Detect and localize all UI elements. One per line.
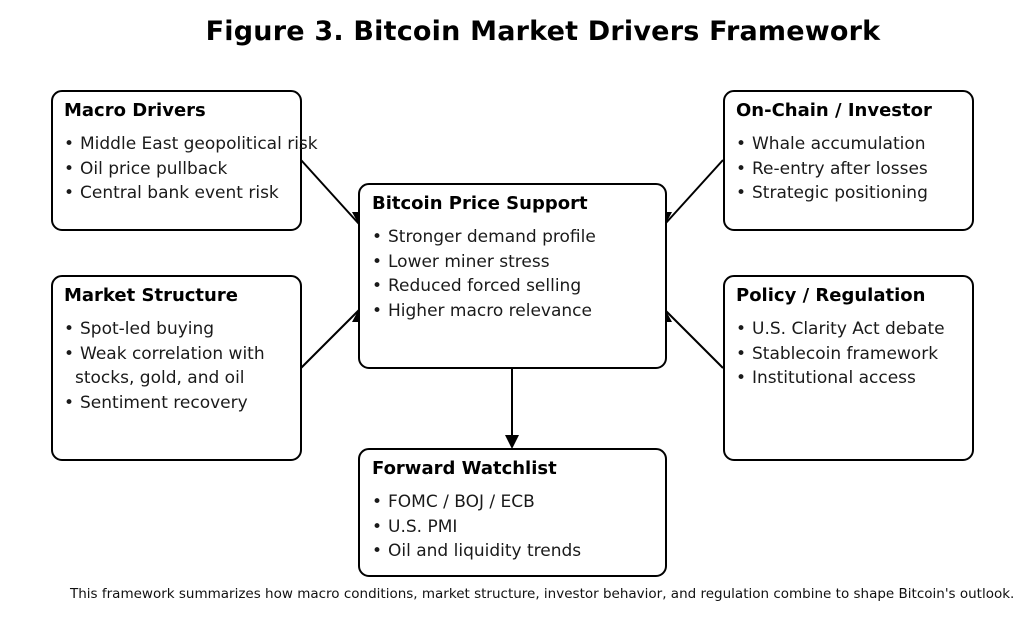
list-item: •Lower miner stress: [372, 250, 596, 275]
bullet: •: [372, 251, 383, 272]
box-title: Forward Watchlist: [372, 458, 557, 479]
list-item: •Stronger demand profile: [372, 225, 596, 250]
bullet: •: [64, 183, 75, 203]
market-structure-box: Market Structure •Spot-led buying •Weak …: [51, 275, 302, 461]
list-item: •Strategic positioning: [736, 181, 928, 206]
macro-drivers-box: Macro Drivers •Middle East geopolitical …: [51, 90, 318, 231]
bullet: •: [64, 392, 75, 413]
list-item: •Oil and liquidity trends: [372, 539, 581, 564]
bullet: •: [372, 300, 383, 321]
list-item: •Central bank event risk: [64, 181, 318, 206]
bullet: •: [372, 227, 383, 247]
arrow-policy-to-center: [664, 309, 724, 369]
bullet: •: [736, 319, 747, 339]
onchain-investor-box: On-Chain / Investor •Whale accumulation …: [723, 90, 974, 231]
list-item: •Spot-led buying: [64, 317, 265, 342]
list-item: •Reduced forced selling: [372, 274, 596, 299]
list-item: •Stablecoin framework: [736, 342, 945, 367]
box-items: •Spot-led buying •Weak correlation with …: [64, 317, 265, 415]
bullet: •: [372, 492, 383, 512]
box-title: Policy / Regulation: [736, 285, 926, 306]
bullet: •: [372, 276, 383, 296]
bullet: •: [736, 134, 747, 154]
box-items: •Stronger demand profile •Lower miner st…: [372, 225, 596, 323]
bullet: •: [64, 158, 75, 179]
bullet: •: [64, 343, 75, 364]
list-item: •Institutional access: [736, 366, 945, 391]
box-title: Macro Drivers: [64, 100, 206, 121]
bullet: •: [64, 134, 75, 154]
bullet: •: [372, 541, 383, 561]
policy-regulation-box: Policy / Regulation •U.S. Clarity Act de…: [723, 275, 974, 461]
arrow-structure-to-center: [300, 309, 360, 369]
list-item: •Oil price pullback: [64, 157, 318, 182]
list-item: •Weak correlation with: [64, 342, 265, 367]
box-title: Market Structure: [64, 285, 238, 306]
list-item: •Middle East geopolitical risk: [64, 132, 318, 157]
figure-caption: This framework summarizes how macro cond…: [70, 586, 1015, 602]
bitcoin-price-support-box: Bitcoin Price Support •Stronger demand p…: [358, 183, 667, 369]
list-item: •U.S. Clarity Act debate: [736, 317, 945, 342]
box-items: •Whale accumulation •Re-entry after loss…: [736, 132, 928, 206]
bullet: •: [736, 183, 747, 203]
list-item: •Whale accumulation: [736, 132, 928, 157]
bullet: •: [372, 516, 383, 537]
forward-watchlist-box: Forward Watchlist •FOMC / BOJ / ECB •U.S…: [358, 448, 667, 577]
list-item: •Re-entry after losses: [736, 157, 928, 182]
bullet: •: [736, 368, 747, 388]
bullet: •: [64, 319, 75, 339]
list-item: •Sentiment recovery: [64, 391, 265, 416]
figure-title: Figure 3. Bitcoin Market Drivers Framewo…: [205, 16, 881, 47]
arrow-onchain-to-center: [664, 159, 724, 225]
arrowhead-watchlist: [505, 435, 519, 449]
box-items: •Middle East geopolitical risk •Oil pric…: [64, 132, 318, 206]
list-item: •Higher macro relevance: [372, 299, 596, 324]
box-items: •FOMC / BOJ / ECB •U.S. PMI •Oil and liq…: [372, 490, 581, 564]
box-title: On-Chain / Investor: [736, 100, 932, 121]
list-item: •U.S. PMI: [372, 515, 581, 540]
bullet: •: [736, 343, 747, 364]
arrow-macro-to-center: [300, 159, 360, 225]
box-items: •U.S. Clarity Act debate •Stablecoin fra…: [736, 317, 945, 391]
list-item: •FOMC / BOJ / ECB: [372, 490, 581, 515]
bullet: •: [736, 158, 747, 179]
list-item-continuation: stocks, gold, and oil: [75, 368, 245, 388]
box-title: Bitcoin Price Support: [372, 193, 588, 214]
